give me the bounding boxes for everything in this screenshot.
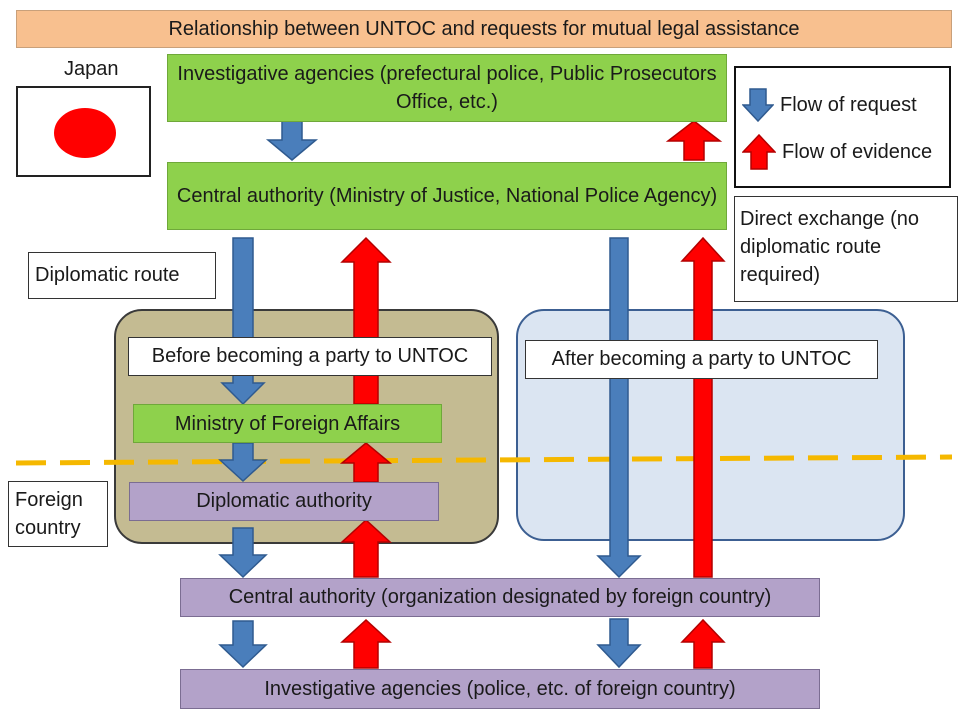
request-arrow-direct: [596, 237, 642, 579]
jp-investigative-box: Investigative agencies (prefectural poli…: [167, 54, 727, 122]
evidence-arrow-jp-central-inv: [665, 120, 723, 161]
legend-evidence-label: Flow of evidence: [782, 140, 933, 163]
evidence-arrow-mofa-central: [340, 236, 392, 405]
after-untoc-label: After becoming a party to UNTOC: [525, 340, 878, 379]
evidence-arrow-diplomatic-mofa: [339, 442, 393, 483]
evidence-arrow-foreign-inv-central-left: [340, 618, 392, 669]
evidence-arrow-direct: [680, 236, 726, 578]
legend-request-label: Flow of request: [780, 93, 917, 116]
evidence-arrow-foreign-inv-central-right: [680, 618, 726, 669]
request-arrow-diplomatic-foreign-central: [218, 527, 268, 579]
request-arrow-foreign-central-inv-right: [596, 618, 642, 669]
japan-label: Japan: [64, 58, 119, 80]
diplomatic-route-label: Diplomatic route: [28, 252, 216, 299]
before-untoc-label: Before becoming a party to UNTOC: [128, 337, 492, 376]
evidence-arrow-legend-icon: [742, 134, 776, 170]
japan-flag-icon: [16, 86, 151, 177]
request-arrow-legend-icon: [742, 88, 774, 122]
request-arrow-foreign-central-inv-left: [218, 620, 268, 669]
foreign-investigative-box: Investigative agencies (police, etc. of …: [180, 669, 820, 709]
request-arrow-mofa-diplomatic: [218, 442, 268, 483]
diplomatic-authority-box: Diplomatic authority: [129, 482, 439, 521]
request-arrow-central-mofa: [220, 237, 266, 406]
jp-central-authority-box: Central authority (Ministry of Justice, …: [167, 162, 727, 230]
evidence-arrow-foreign-central-diplomatic: [340, 518, 392, 578]
mofa-box: Ministry of Foreign Affairs: [133, 404, 442, 443]
border-line: [15, 454, 953, 466]
legend: Flow of request Flow of evidence: [734, 66, 951, 188]
diagram-title: Relationship between UNTOC and requests …: [16, 10, 952, 48]
foreign-country-label: Foreign country: [8, 481, 108, 547]
foreign-central-authority-box: Central authority (organization designat…: [180, 578, 820, 617]
request-arrow-jp-inv-central: [265, 120, 319, 161]
direct-exchange-label: Direct exchange (no diplomatic route req…: [734, 196, 958, 302]
